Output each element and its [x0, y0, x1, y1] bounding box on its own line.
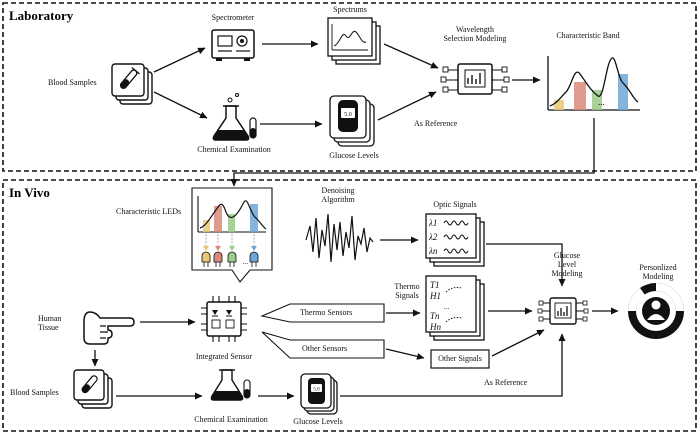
glucose-meter-cards: 5.0 [329, 95, 375, 147]
thermo-symbol-tn: Tn [430, 311, 440, 321]
other-sensors-callout [261, 331, 385, 359]
arrow-samples-to-chemical [153, 91, 208, 119]
glucose-model-chip-icon [537, 297, 589, 325]
glucose-meter-cards-vivo: 5.0 [300, 373, 338, 415]
thermo-sensors-label: Thermo Sensors [300, 308, 353, 317]
spectrometer-label: Spectrometer [211, 13, 255, 22]
thermo-symbol-hn: Hn [429, 322, 441, 332]
human-tissue-label-2: Tissue [38, 323, 59, 332]
denoising-label-1: Denoising [321, 186, 355, 195]
personalized-label-2: Modeling [642, 272, 674, 281]
optic-symbol-1: λ1 [428, 218, 437, 228]
thermo-ellipsis: ... [444, 303, 450, 311]
arrow-samples-to-spectrometer [153, 47, 206, 73]
optic-signal-cards: λ1 λ2 λn [425, 213, 485, 267]
test-tube-icon [81, 375, 98, 394]
lab-blood-samples-label: Blood Samples [48, 78, 97, 87]
pointing-hand-icon [83, 311, 135, 345]
arrow-glucose-to-modeling [377, 91, 437, 121]
meter-reading-lab: 5.0 [344, 112, 352, 118]
thermo-signals-label-1: Thermo [394, 282, 420, 291]
band-ellipsis: ... [598, 97, 605, 107]
spectrum-cards [327, 17, 381, 65]
integrated-sensor-label: Integrated Sensor [195, 352, 253, 361]
meter-reading-vivo: 5.0 [313, 388, 320, 393]
arrow-other-sensors-to-signals [385, 348, 425, 360]
blood-sample-cards-vivo [73, 369, 113, 409]
optic-signals-label: Optic Signals [433, 200, 477, 209]
personalized-model-gear-icon [628, 283, 684, 339]
arrow-other-to-glucose-model [491, 329, 545, 357]
thermo-symbol-h1: H1 [429, 291, 441, 301]
spectrums-label: Spectrums [333, 5, 367, 14]
flask-icon [212, 93, 257, 141]
spectrometer-icon [211, 29, 255, 61]
lab-glucose-label: Glucose Levels [329, 151, 379, 160]
characteristic-leds-panel: ... [191, 187, 273, 283]
vivo-blood-samples-label: Blood Samples [10, 388, 59, 397]
in-vivo-frame [2, 179, 697, 432]
other-signals-label: Other Signals [438, 354, 482, 363]
thermo-sensors-callout [260, 303, 385, 323]
integrated-sensor-chip-icon [201, 296, 247, 342]
vivo-chemical-label: Chemical Examination [194, 415, 268, 424]
in-vivo-title: In Vivo [9, 185, 50, 200]
glucose-model-label-2: Level [557, 260, 577, 269]
other-signals-box [430, 349, 490, 369]
wavelength-label-2: Selection Modeling [443, 34, 507, 43]
wavelength-label-1: Wavelength [455, 25, 495, 34]
optic-symbol-2: λ2 [428, 232, 438, 242]
arrow-optic-to-glucose-model [486, 243, 566, 287]
personalized-label-1: Personlized [639, 263, 677, 272]
noisy-signal-waveform [305, 213, 374, 263]
human-tissue-label-1: Human [38, 314, 62, 323]
thermo-signal-cards: T1 H1 ... Tn Hn [425, 275, 485, 341]
denoising-label-2: Algorithm [321, 195, 355, 204]
laboratory-frame [2, 2, 697, 172]
characteristic-band-label: Characteristic Band [556, 31, 620, 40]
led-icon [201, 251, 259, 267]
wavelength-model-chip-icon [440, 63, 510, 95]
optic-symbol-n: λn [428, 246, 438, 256]
vivo-as-reference-label: As Reference [484, 378, 528, 387]
lab-as-reference-label: As Reference [414, 119, 458, 128]
arrow-spectrums-to-modeling [383, 43, 439, 69]
test-tube-icon [119, 67, 140, 90]
arrow-glucose-reference-to-model [340, 333, 566, 397]
thermo-signals-label-2: Signals [395, 291, 419, 300]
characteristic-band-plot [547, 56, 640, 111]
leds-ellipsis: ... [243, 258, 249, 266]
glucose-model-label-3: Modeling [551, 269, 583, 278]
other-sensors-label: Other Sensors [302, 344, 348, 353]
laboratory-title: Laboratory [9, 8, 74, 23]
arrow-band-to-in-vivo [230, 118, 595, 187]
vivo-glucose-label: Glucose Levels [293, 417, 343, 426]
lab-chemical-label: Chemical Examination [197, 145, 271, 154]
characteristic-leds-label: Characteristic LEDs [116, 207, 182, 216]
glucose-model-label-1: Glucose [553, 251, 581, 260]
blood-sample-cards [111, 63, 153, 105]
thermo-symbol-t1: T1 [430, 280, 440, 290]
flask-icon-vivo [210, 369, 251, 401]
